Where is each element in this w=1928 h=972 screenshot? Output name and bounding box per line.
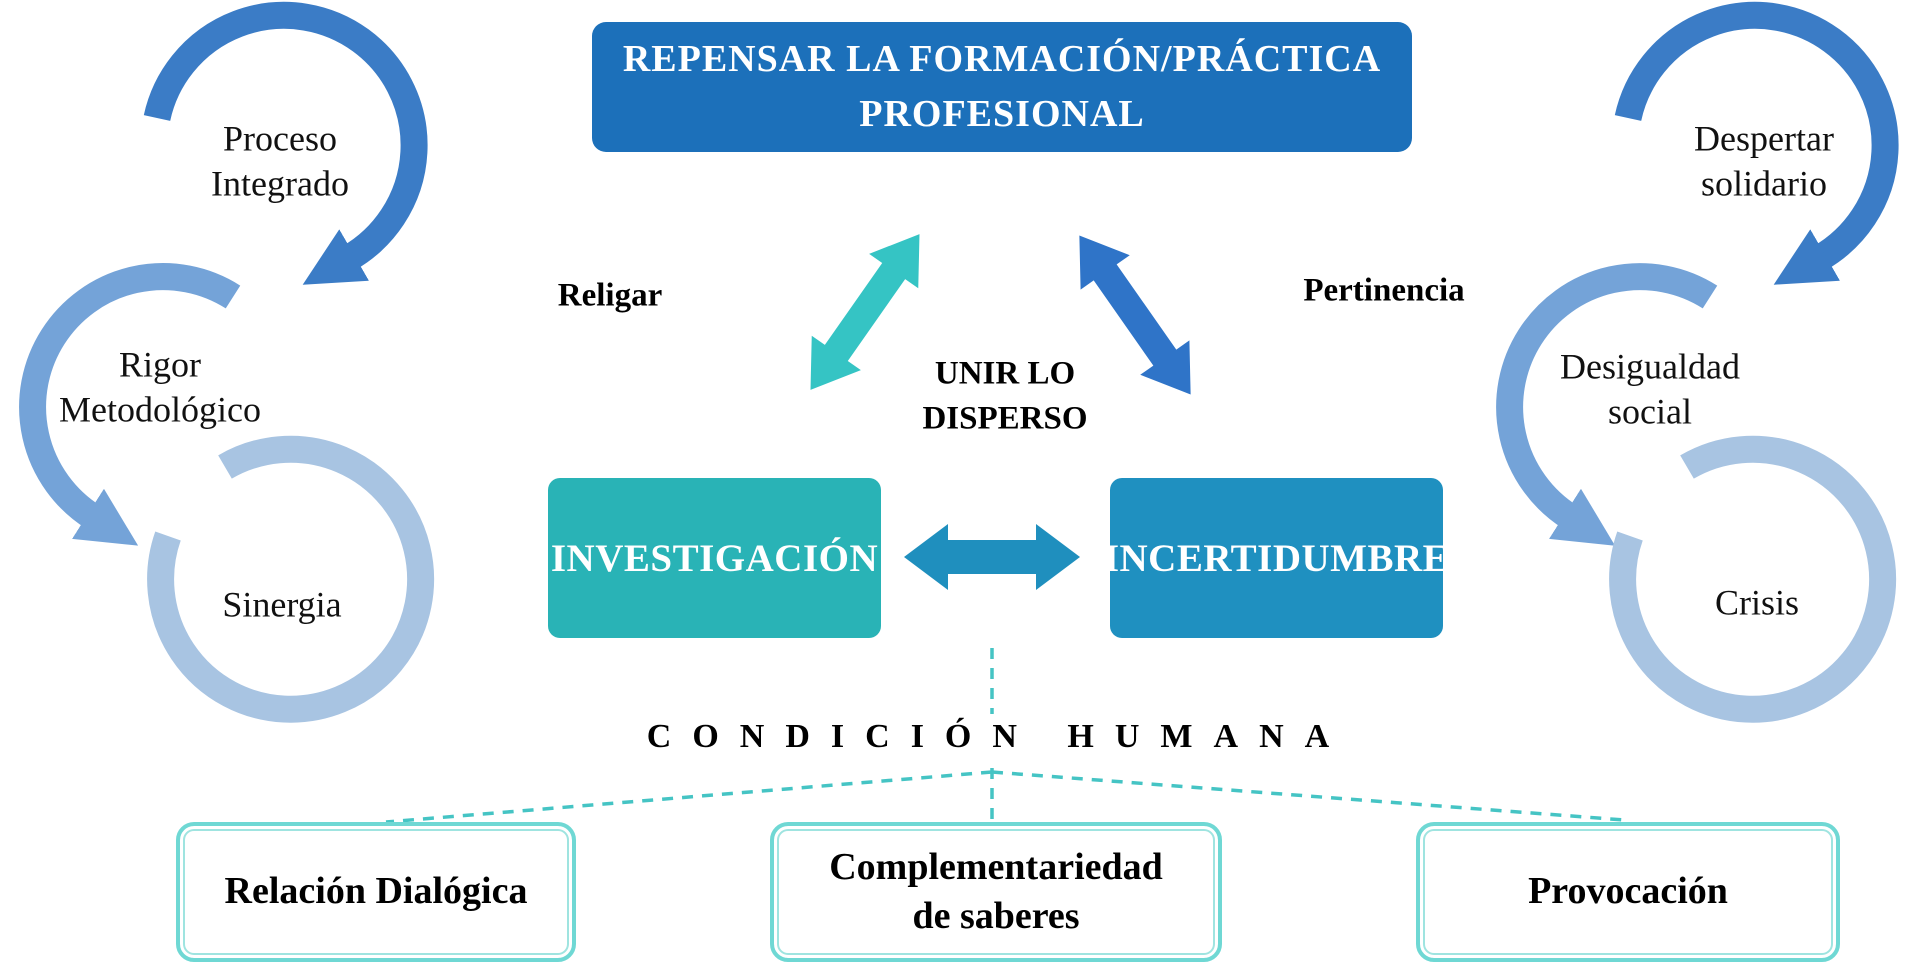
rigor-metodologico-label: Rigor Metodológico (59, 343, 261, 434)
incertidumbre-box: INCERTIDUMBRE (1104, 478, 1449, 638)
cycle-arrow-despertar-solidario-icon (1614, 1, 1899, 285)
cycle-arrow-proceso-integrado-icon (143, 1, 428, 285)
unir-line2: DISPERSO (922, 400, 1088, 436)
investigacion-label: INVESTIGACIÓN (550, 536, 879, 580)
cycle-ring-sinergia-icon (147, 435, 435, 723)
dashed-connector-left (385, 770, 993, 824)
dashed-connector-right (991, 770, 1625, 822)
provocacion-box: Provocación (1416, 822, 1840, 962)
rigor-line1: Rigor (118, 344, 202, 385)
unir-lo-disperso-label: UNIR LO DISPERSO (922, 351, 1087, 440)
desigualdad-line2: social (1608, 392, 1692, 432)
cycle-arrow-rigor-metodologico-icon (19, 263, 241, 546)
complementariedad-box: Complementariedad de saberes (770, 822, 1222, 962)
relacion-dialogica-label: Relación Dialógica (224, 870, 528, 913)
desigualdad-line1: Desigualdad (1560, 346, 1740, 387)
repensar-title-label: REPENSAR LA FORMACIÓN/PRÁCTICA PROFESION… (622, 37, 1382, 135)
complementariedad-line2: de saberes (912, 895, 1080, 937)
proceso-integrado-label: Proceso Integrado (211, 117, 349, 208)
pertinencia-label: Pertinencia (1303, 272, 1465, 309)
cycle-arrow-desigualdad-social-icon (1496, 263, 1718, 546)
condicion-humana-label: CONDICIÓN HUMANA (617, 714, 1359, 760)
teal-double-arrow-icon (810, 234, 920, 390)
sinergia-label: Sinergia (222, 584, 342, 625)
crisis-label: Crisis (1714, 582, 1800, 623)
incertidumbre-label: INCERTIDUMBRE (1103, 536, 1450, 580)
cycle-ring-crisis-icon (1609, 435, 1897, 723)
proceso-line1: Proceso (223, 118, 337, 159)
provocacion-label: Provocación (1528, 870, 1728, 913)
relacion-dialogica-box: Relación Dialógica (176, 822, 576, 962)
religar-label: Religar (557, 277, 663, 314)
repensar-title-box: REPENSAR LA FORMACIÓN/PRÁCTICA PROFESION… (592, 22, 1412, 152)
despertar-solidario-label: Despertar solidario (1694, 117, 1834, 208)
investigacion-box: INVESTIGACIÓN (548, 478, 881, 638)
horizontal-double-arrow-icon (904, 524, 1080, 590)
desigualdad-social-label: Desigualdad social (1560, 345, 1740, 436)
unir-line1: UNIR LO (934, 355, 1076, 392)
complementariedad-line1: Complementariedad (829, 845, 1163, 888)
despertar-line1: Despertar (1694, 118, 1834, 159)
blue-double-arrow-icon (1079, 235, 1191, 395)
despertar-line2: solidario (1701, 164, 1827, 204)
rigor-line2: Metodológico (59, 390, 261, 430)
proceso-line2: Integrado (211, 164, 349, 204)
